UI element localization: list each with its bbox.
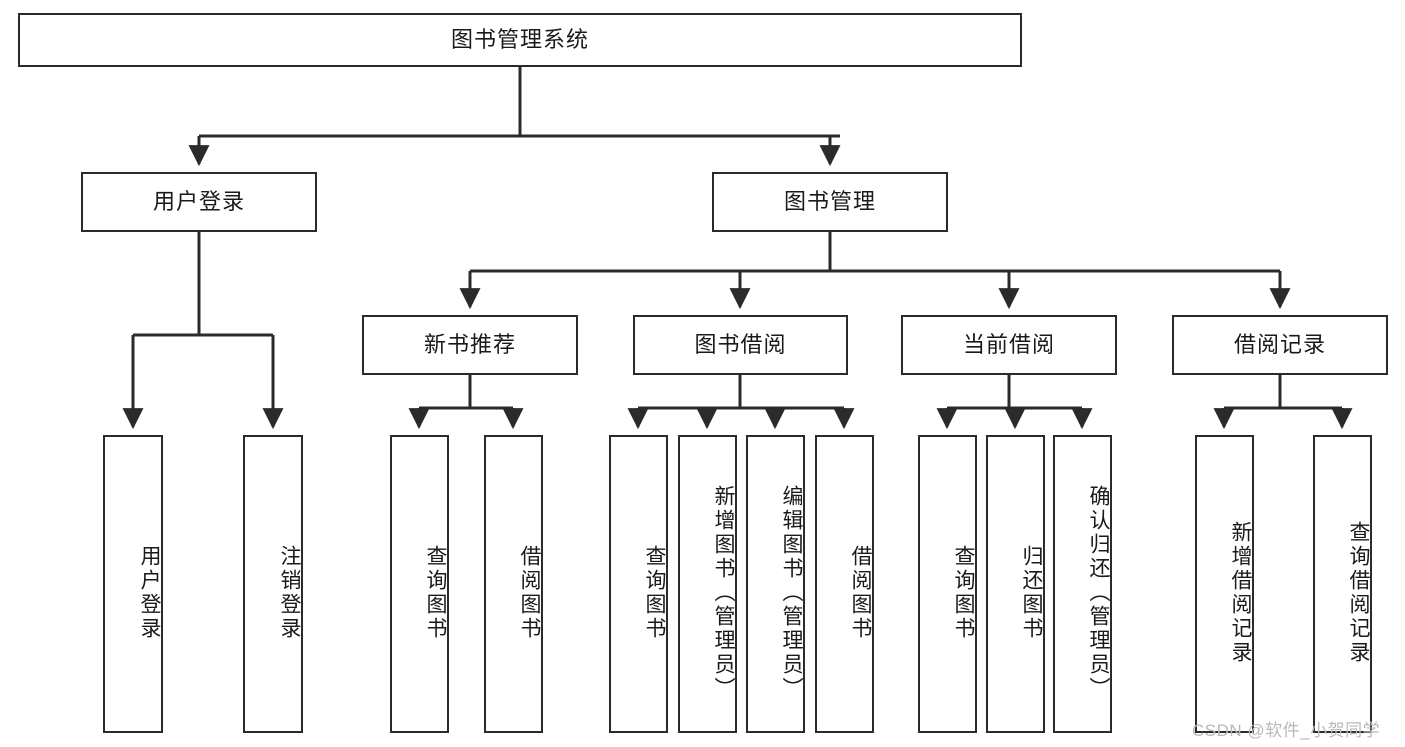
node-new-book-recommend[interactable]: 新书推荐 xyxy=(362,315,578,375)
node-label: 确认归还（管理员） xyxy=(1087,485,1110,701)
leaf-book-borrow-add-book-admin[interactable]: 新增图书（管理员） xyxy=(678,435,737,733)
node-book-management[interactable]: 图书管理 xyxy=(712,172,948,232)
leaf-book-borrow-edit-book-admin[interactable]: 编辑图书（管理员） xyxy=(746,435,805,733)
node-label: 查询图书 xyxy=(952,545,975,641)
node-label: 查询图书 xyxy=(424,545,447,641)
leaf-user-login-login[interactable]: 用户登录 xyxy=(103,435,163,733)
leaf-new-book-borrow-book[interactable]: 借阅图书 xyxy=(484,435,543,733)
node-root-book-management-system[interactable]: 图书管理系统 xyxy=(18,13,1022,67)
node-label: 归还图书 xyxy=(1020,545,1043,641)
leaf-borrow-record-add-record[interactable]: 新增借阅记录 xyxy=(1195,435,1254,733)
node-label: 新增图书（管理员） xyxy=(712,485,735,701)
node-user-login[interactable]: 用户登录 xyxy=(81,172,317,232)
node-label: 编辑图书（管理员） xyxy=(780,485,803,701)
node-label: 借阅记录 xyxy=(1233,331,1326,357)
node-borrow-record[interactable]: 借阅记录 xyxy=(1172,315,1388,375)
node-book-borrow[interactable]: 图书借阅 xyxy=(633,315,848,375)
leaf-book-borrow-query-book[interactable]: 查询图书 xyxy=(609,435,668,733)
node-label: 注销登录 xyxy=(278,545,301,641)
node-label: 借阅图书 xyxy=(849,545,872,641)
node-label: 图书管理系统 xyxy=(450,26,589,52)
leaf-current-borrow-return-book[interactable]: 归还图书 xyxy=(986,435,1045,733)
leaf-user-login-logout[interactable]: 注销登录 xyxy=(243,435,303,733)
csdn-watermark: CSDN @软件_小贺同学 xyxy=(1192,721,1381,740)
node-label: 图书管理 xyxy=(783,188,876,214)
node-label: 查询借阅记录 xyxy=(1347,521,1370,665)
leaf-book-borrow-borrow-book[interactable]: 借阅图书 xyxy=(815,435,874,733)
node-label: 借阅图书 xyxy=(518,545,541,641)
leaf-current-borrow-query-book[interactable]: 查询图书 xyxy=(918,435,977,733)
leaf-new-book-query-book[interactable]: 查询图书 xyxy=(390,435,449,733)
leaf-borrow-record-query-record[interactable]: 查询借阅记录 xyxy=(1313,435,1372,733)
node-label: 新书推荐 xyxy=(423,331,516,357)
node-label: 当前借阅 xyxy=(962,331,1055,357)
node-label: 用户登录 xyxy=(138,545,161,641)
node-label: 图书借阅 xyxy=(694,331,787,357)
node-label: 用户登录 xyxy=(152,188,245,214)
node-label: 查询图书 xyxy=(643,545,666,641)
leaf-current-borrow-confirm-return-admin[interactable]: 确认归还（管理员） xyxy=(1053,435,1112,733)
node-label: 新增借阅记录 xyxy=(1229,521,1252,665)
node-current-borrow[interactable]: 当前借阅 xyxy=(901,315,1117,375)
